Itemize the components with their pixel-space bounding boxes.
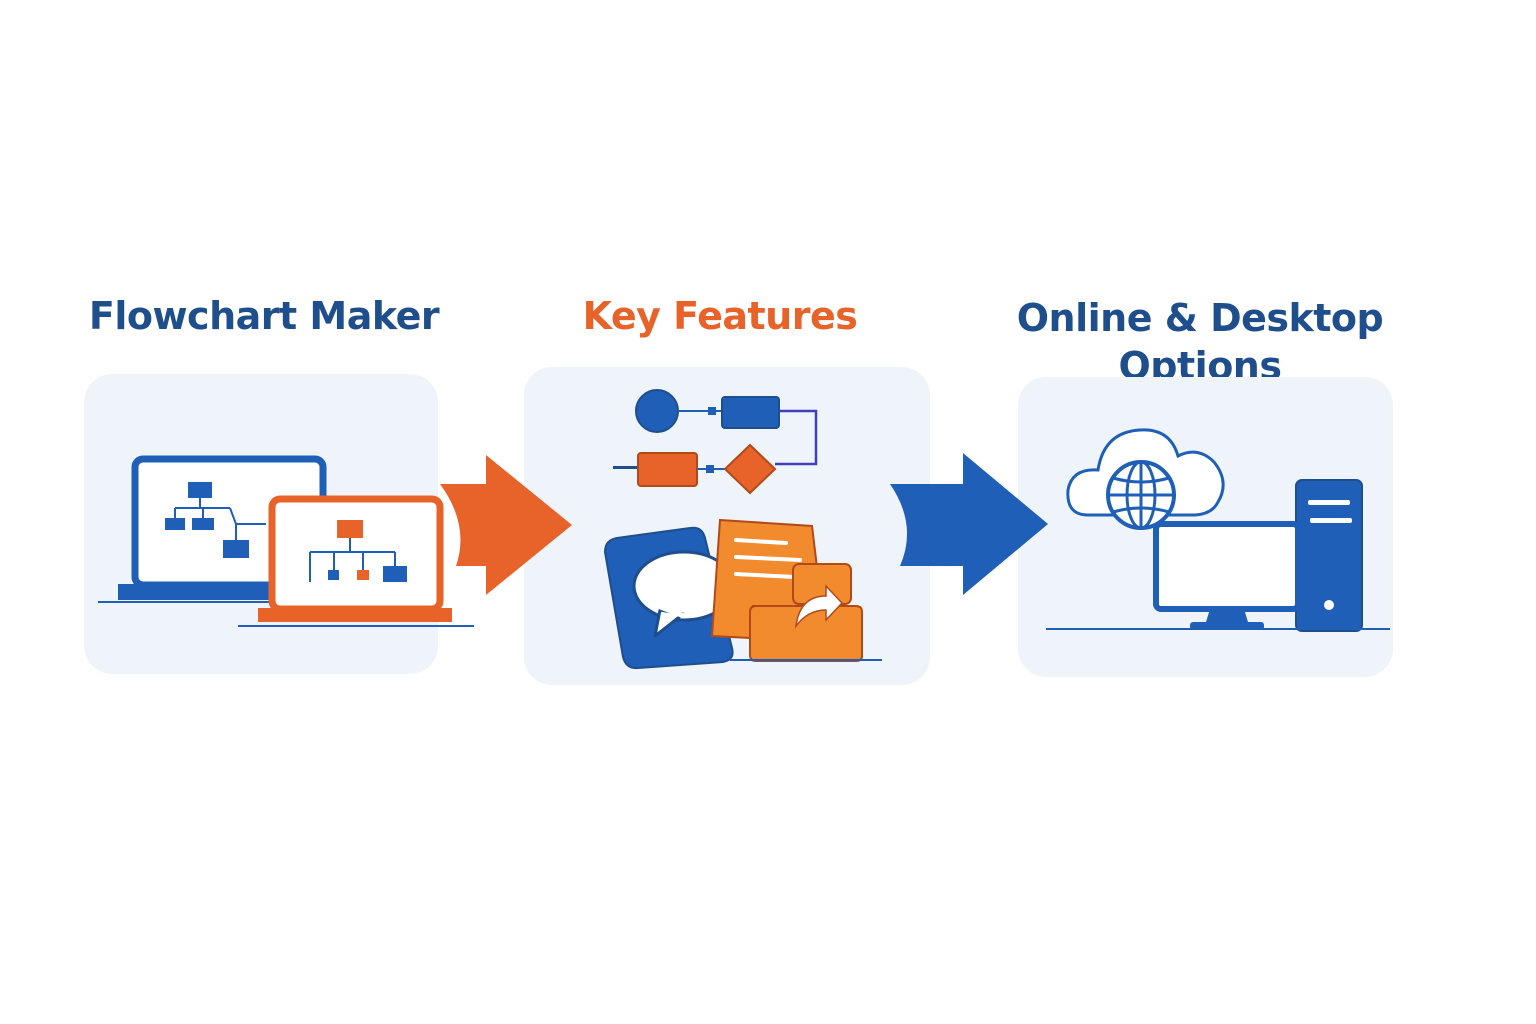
features-collage-icon	[603, 389, 882, 670]
desktop-tower-icon	[1295, 479, 1363, 632]
connector-arrow-2	[890, 453, 1048, 595]
step-title-flowchart-maker: Flowchart Maker	[88, 294, 440, 338]
flow-node-circle	[635, 389, 679, 433]
monitor-icon	[1153, 521, 1301, 630]
cloud-desktop-icon	[1046, 428, 1390, 632]
connector-arrow-1	[440, 455, 572, 595]
laptops-flowchart-icon	[98, 455, 474, 627]
flow-node-decision	[723, 443, 777, 495]
orange-laptop-icon	[238, 495, 474, 627]
share-arrow-icon	[794, 584, 844, 629]
globe-icon	[1106, 460, 1176, 530]
share-folder-icon	[749, 563, 863, 662]
flow-node-process-orange	[637, 452, 698, 487]
step-title-key-features: Key Features	[582, 294, 858, 338]
flow-node-process	[721, 396, 780, 429]
